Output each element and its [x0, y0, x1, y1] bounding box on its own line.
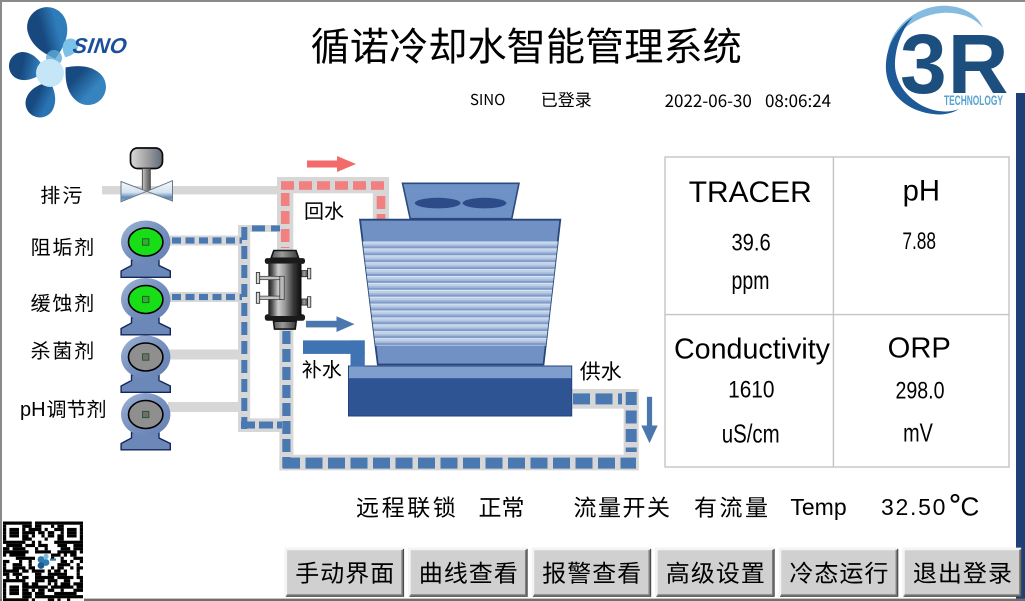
svg-text:Conductivity: Conductivity: [674, 334, 830, 366]
svg-text:mV: mV: [903, 417, 933, 447]
svg-text:298.0: 298.0: [896, 378, 945, 405]
svg-text:Temp: Temp: [790, 494, 846, 520]
svg-text:uS/cm: uS/cm: [722, 419, 780, 449]
svg-text:pH: pH: [20, 399, 46, 421]
svg-text:SINO: SINO: [71, 33, 129, 58]
svg-text:pH: pH: [903, 175, 940, 208]
svg-text:7.88: 7.88: [902, 228, 936, 255]
svg-text:39.6: 39.6: [731, 230, 770, 257]
svg-text:ppm: ppm: [732, 267, 770, 295]
svg-text:TECHNOLOGY: TECHNOLOGY: [944, 93, 1003, 108]
svg-text:32.50: 32.50: [881, 494, 947, 520]
svg-text:ORP: ORP: [888, 333, 951, 365]
svg-text:C: C: [961, 492, 980, 522]
svg-text:1610: 1610: [728, 377, 774, 404]
svg-text:3R: 3R: [900, 17, 1009, 111]
svg-text:TRACER: TRACER: [689, 176, 812, 209]
